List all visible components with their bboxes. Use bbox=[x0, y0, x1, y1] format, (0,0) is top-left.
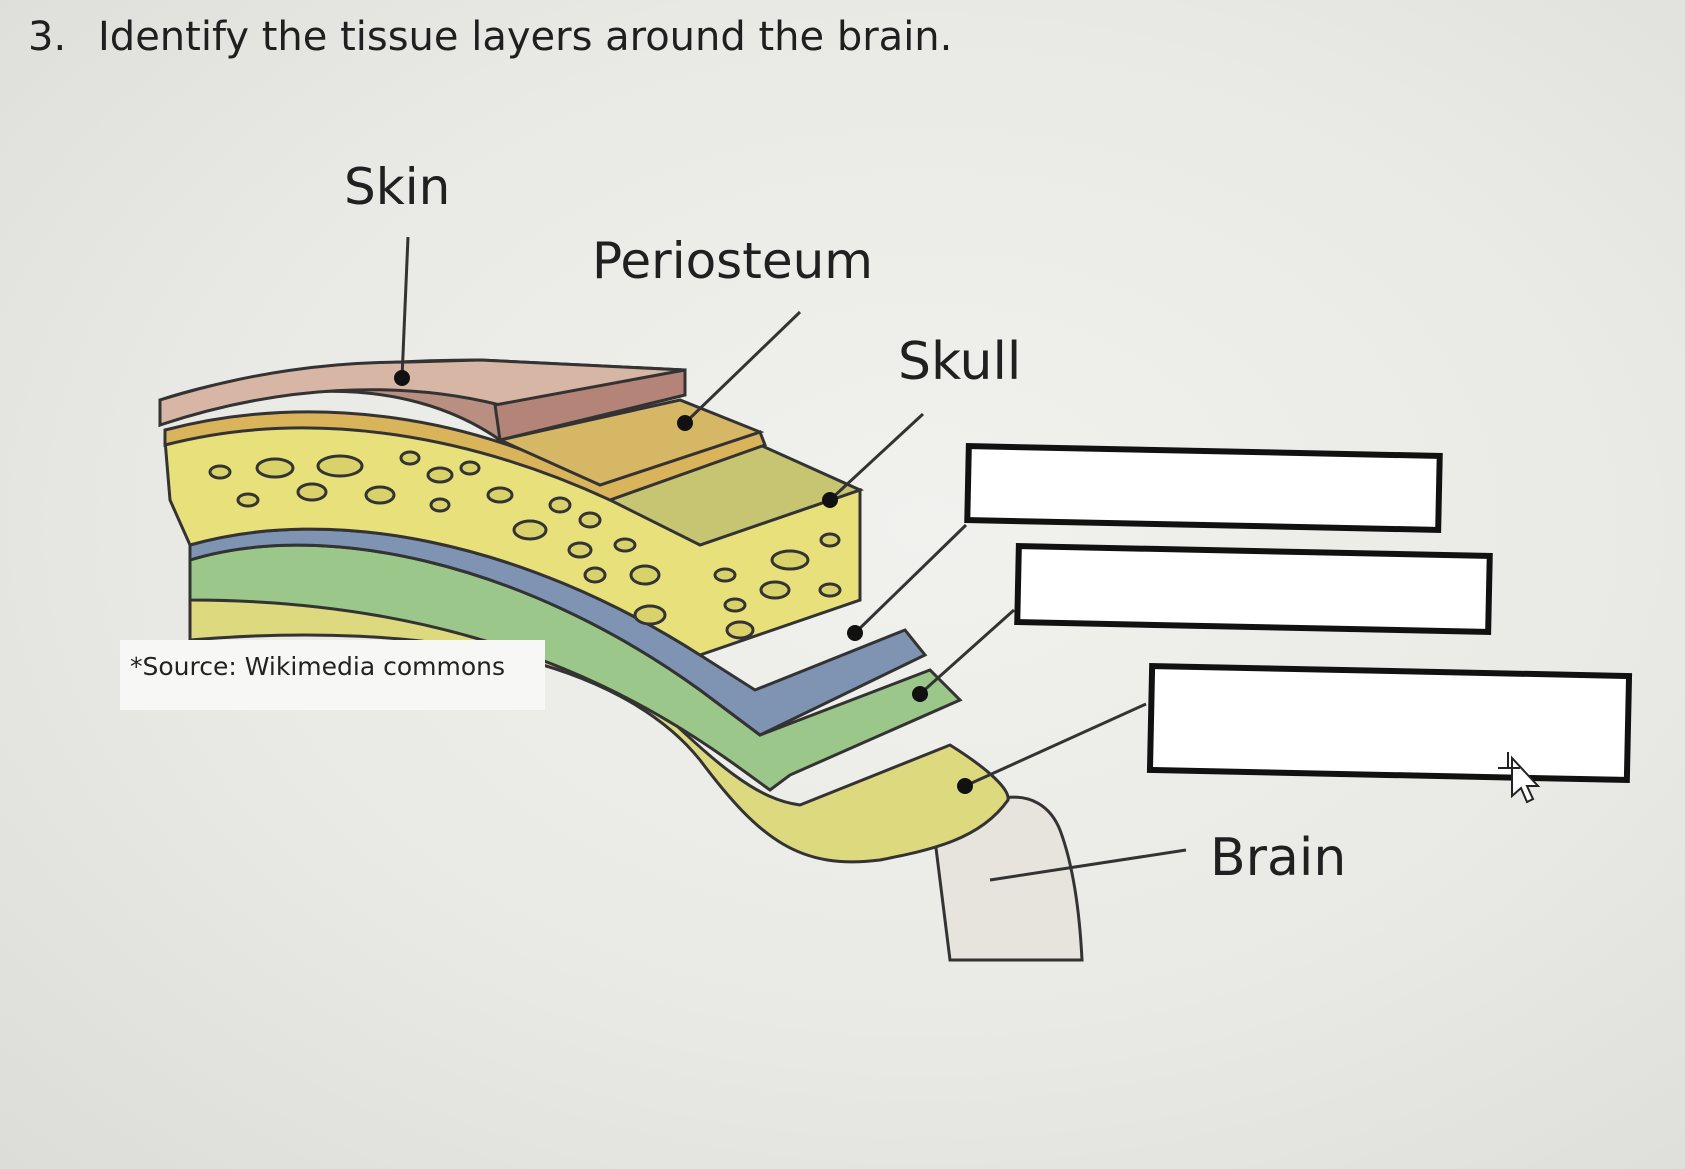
brain-label: Brain bbox=[1210, 828, 1347, 888]
answer-box-1[interactable] bbox=[964, 443, 1443, 533]
periosteum-top-surface bbox=[495, 398, 765, 487]
question-number: 3. bbox=[28, 14, 67, 60]
answer-box-2[interactable] bbox=[1014, 543, 1493, 635]
periosteum-label: Periosteum bbox=[592, 232, 873, 290]
source-note: *Source: Wikimedia commons bbox=[120, 640, 545, 710]
leader-dots bbox=[394, 370, 973, 794]
question-prompt: Identify the tissue layers around the br… bbox=[98, 14, 953, 60]
skin-front-face bbox=[493, 368, 687, 442]
leader-lines bbox=[400, 236, 1187, 882]
skull-label: Skull bbox=[898, 332, 1022, 392]
move-cursor-icon bbox=[1498, 752, 1541, 804]
question-text: 3. Identify the tissue layers around the … bbox=[28, 14, 952, 60]
periosteum-layer bbox=[163, 410, 767, 502]
bone-pores bbox=[208, 450, 842, 640]
answer-box-3[interactable] bbox=[1146, 662, 1633, 784]
skin-label: Skin bbox=[344, 158, 451, 216]
